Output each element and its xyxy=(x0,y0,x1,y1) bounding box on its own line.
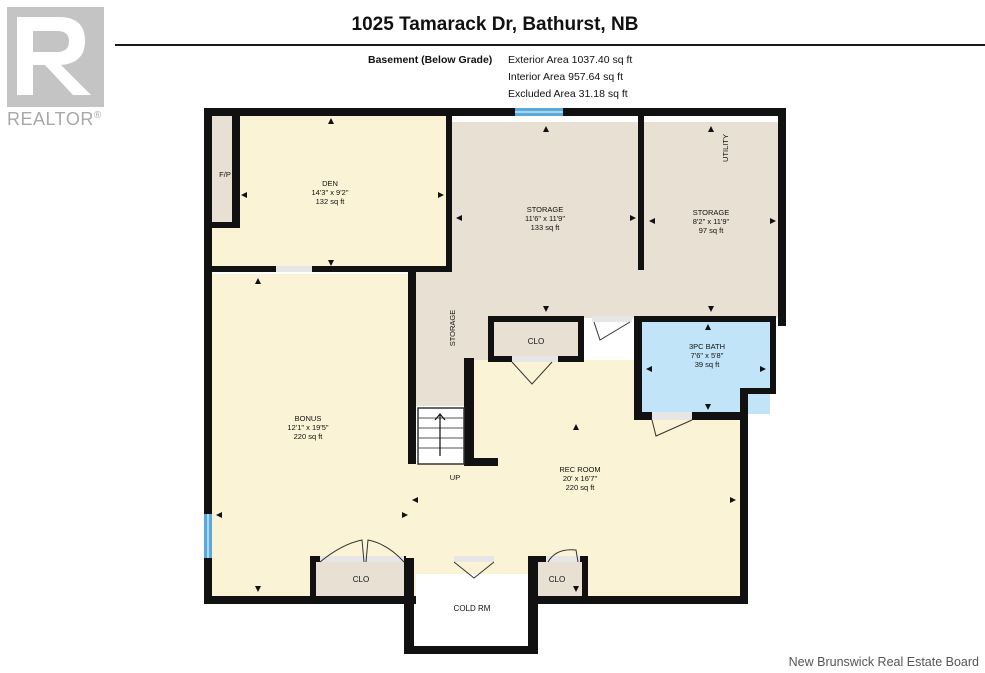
door-swing xyxy=(593,321,631,341)
closet-right-floor xyxy=(532,562,582,596)
wall xyxy=(204,596,416,604)
excluded-area: Excluded Area 31.18 sq ft xyxy=(508,88,628,100)
bath-floor xyxy=(640,320,770,414)
closet-left-label: CLO xyxy=(353,575,369,584)
wall xyxy=(408,270,416,464)
wall xyxy=(404,558,414,654)
door-swings xyxy=(319,321,693,579)
rec-room-name: REC ROOM xyxy=(559,465,600,474)
door-swing xyxy=(651,419,693,437)
bonus-dimensions: 12'1" x 19'5" xyxy=(287,423,328,432)
wall xyxy=(582,556,588,598)
property-address-title: 1025 Tamarack Dr, Bathurst, NB xyxy=(351,14,639,35)
utility-label: UTILITY xyxy=(721,134,730,162)
storage-utility-area: 97 sq ft xyxy=(699,226,725,235)
bath-area: 39 sq ft xyxy=(695,360,721,369)
realtor-wordmark: REALTOR xyxy=(7,109,94,129)
wall xyxy=(740,392,748,604)
wall xyxy=(488,316,494,362)
den-area: 132 sq ft xyxy=(316,197,346,206)
board-credit: New Brunswick Real Estate Board xyxy=(788,655,979,669)
wall xyxy=(404,646,538,654)
wall xyxy=(488,316,584,322)
wall xyxy=(740,388,776,394)
storage-utility-floor xyxy=(642,122,778,318)
floor-fills xyxy=(212,116,778,646)
wall xyxy=(578,316,584,360)
bath-name: 3PC BATH xyxy=(689,342,725,351)
level-label: Basement (Below Grade) xyxy=(368,54,493,66)
wall xyxy=(232,116,240,228)
bonus-area: 220 sq ft xyxy=(294,432,324,441)
dimension-arrows xyxy=(216,118,776,592)
cold-room-floor xyxy=(416,574,528,646)
storage-passage-label: STORAGE xyxy=(448,310,457,347)
wall xyxy=(212,266,452,272)
wall xyxy=(528,558,538,654)
wall xyxy=(212,222,240,228)
door-swing xyxy=(511,361,553,385)
rec-room-dimensions: 20' x 16'7" xyxy=(563,474,598,483)
closet-left-floor xyxy=(316,562,404,596)
door-openings xyxy=(276,266,692,562)
wall xyxy=(528,596,748,604)
wall xyxy=(446,116,452,270)
wall xyxy=(638,116,644,270)
rec-room-area: 220 sq ft xyxy=(566,483,596,492)
den-floor xyxy=(212,116,448,268)
bonus-floor xyxy=(212,274,412,596)
storage-utility-name: STORAGE xyxy=(693,208,730,217)
wall xyxy=(634,318,642,418)
storage-utility-dimensions: 8'2" x 11'9" xyxy=(693,217,730,226)
closet-right-label: CLO xyxy=(549,575,565,584)
wall xyxy=(310,556,316,598)
storage-dimensions: 11'6" x 11'9" xyxy=(525,214,565,223)
exterior-area: Exterior Area 1037.40 sq ft xyxy=(508,54,633,66)
closet-top-floor xyxy=(494,322,578,358)
registered-mark: ® xyxy=(93,110,102,121)
wall xyxy=(634,316,776,322)
room-labels: F/P DEN 14'3" x 9'2" 132 sq ft STORAGE 1… xyxy=(219,134,730,613)
bath-dimensions: 7'6" x 5'8" xyxy=(691,351,724,360)
wall xyxy=(464,458,498,466)
den-name: DEN xyxy=(322,179,338,188)
wall xyxy=(204,108,784,116)
stairs xyxy=(417,407,465,465)
storage-name: STORAGE xyxy=(527,205,564,214)
bonus-name: BONUS xyxy=(295,414,322,423)
closet-top-label: CLO xyxy=(528,337,544,346)
door-swing xyxy=(547,549,579,563)
title-divider xyxy=(115,44,985,46)
storage-area: 133 sq ft xyxy=(531,223,561,232)
stairs-up-label: UP xyxy=(450,473,460,482)
wall xyxy=(464,358,474,466)
cold-room-label: COLD RM xyxy=(454,604,491,613)
realtor-r-mark xyxy=(7,7,104,107)
wall xyxy=(770,318,776,394)
windows xyxy=(204,108,563,558)
door-swing xyxy=(453,561,495,579)
realtor-logo: REALTOR® xyxy=(0,0,115,135)
fireplace-label: F/P xyxy=(219,170,231,179)
wall xyxy=(778,108,786,326)
wall xyxy=(204,108,212,604)
interior-area: Interior Area 957.64 sq ft xyxy=(508,71,623,83)
double-door-swing xyxy=(319,539,405,563)
den-dimensions: 14'3" x 9'2" xyxy=(312,188,349,197)
